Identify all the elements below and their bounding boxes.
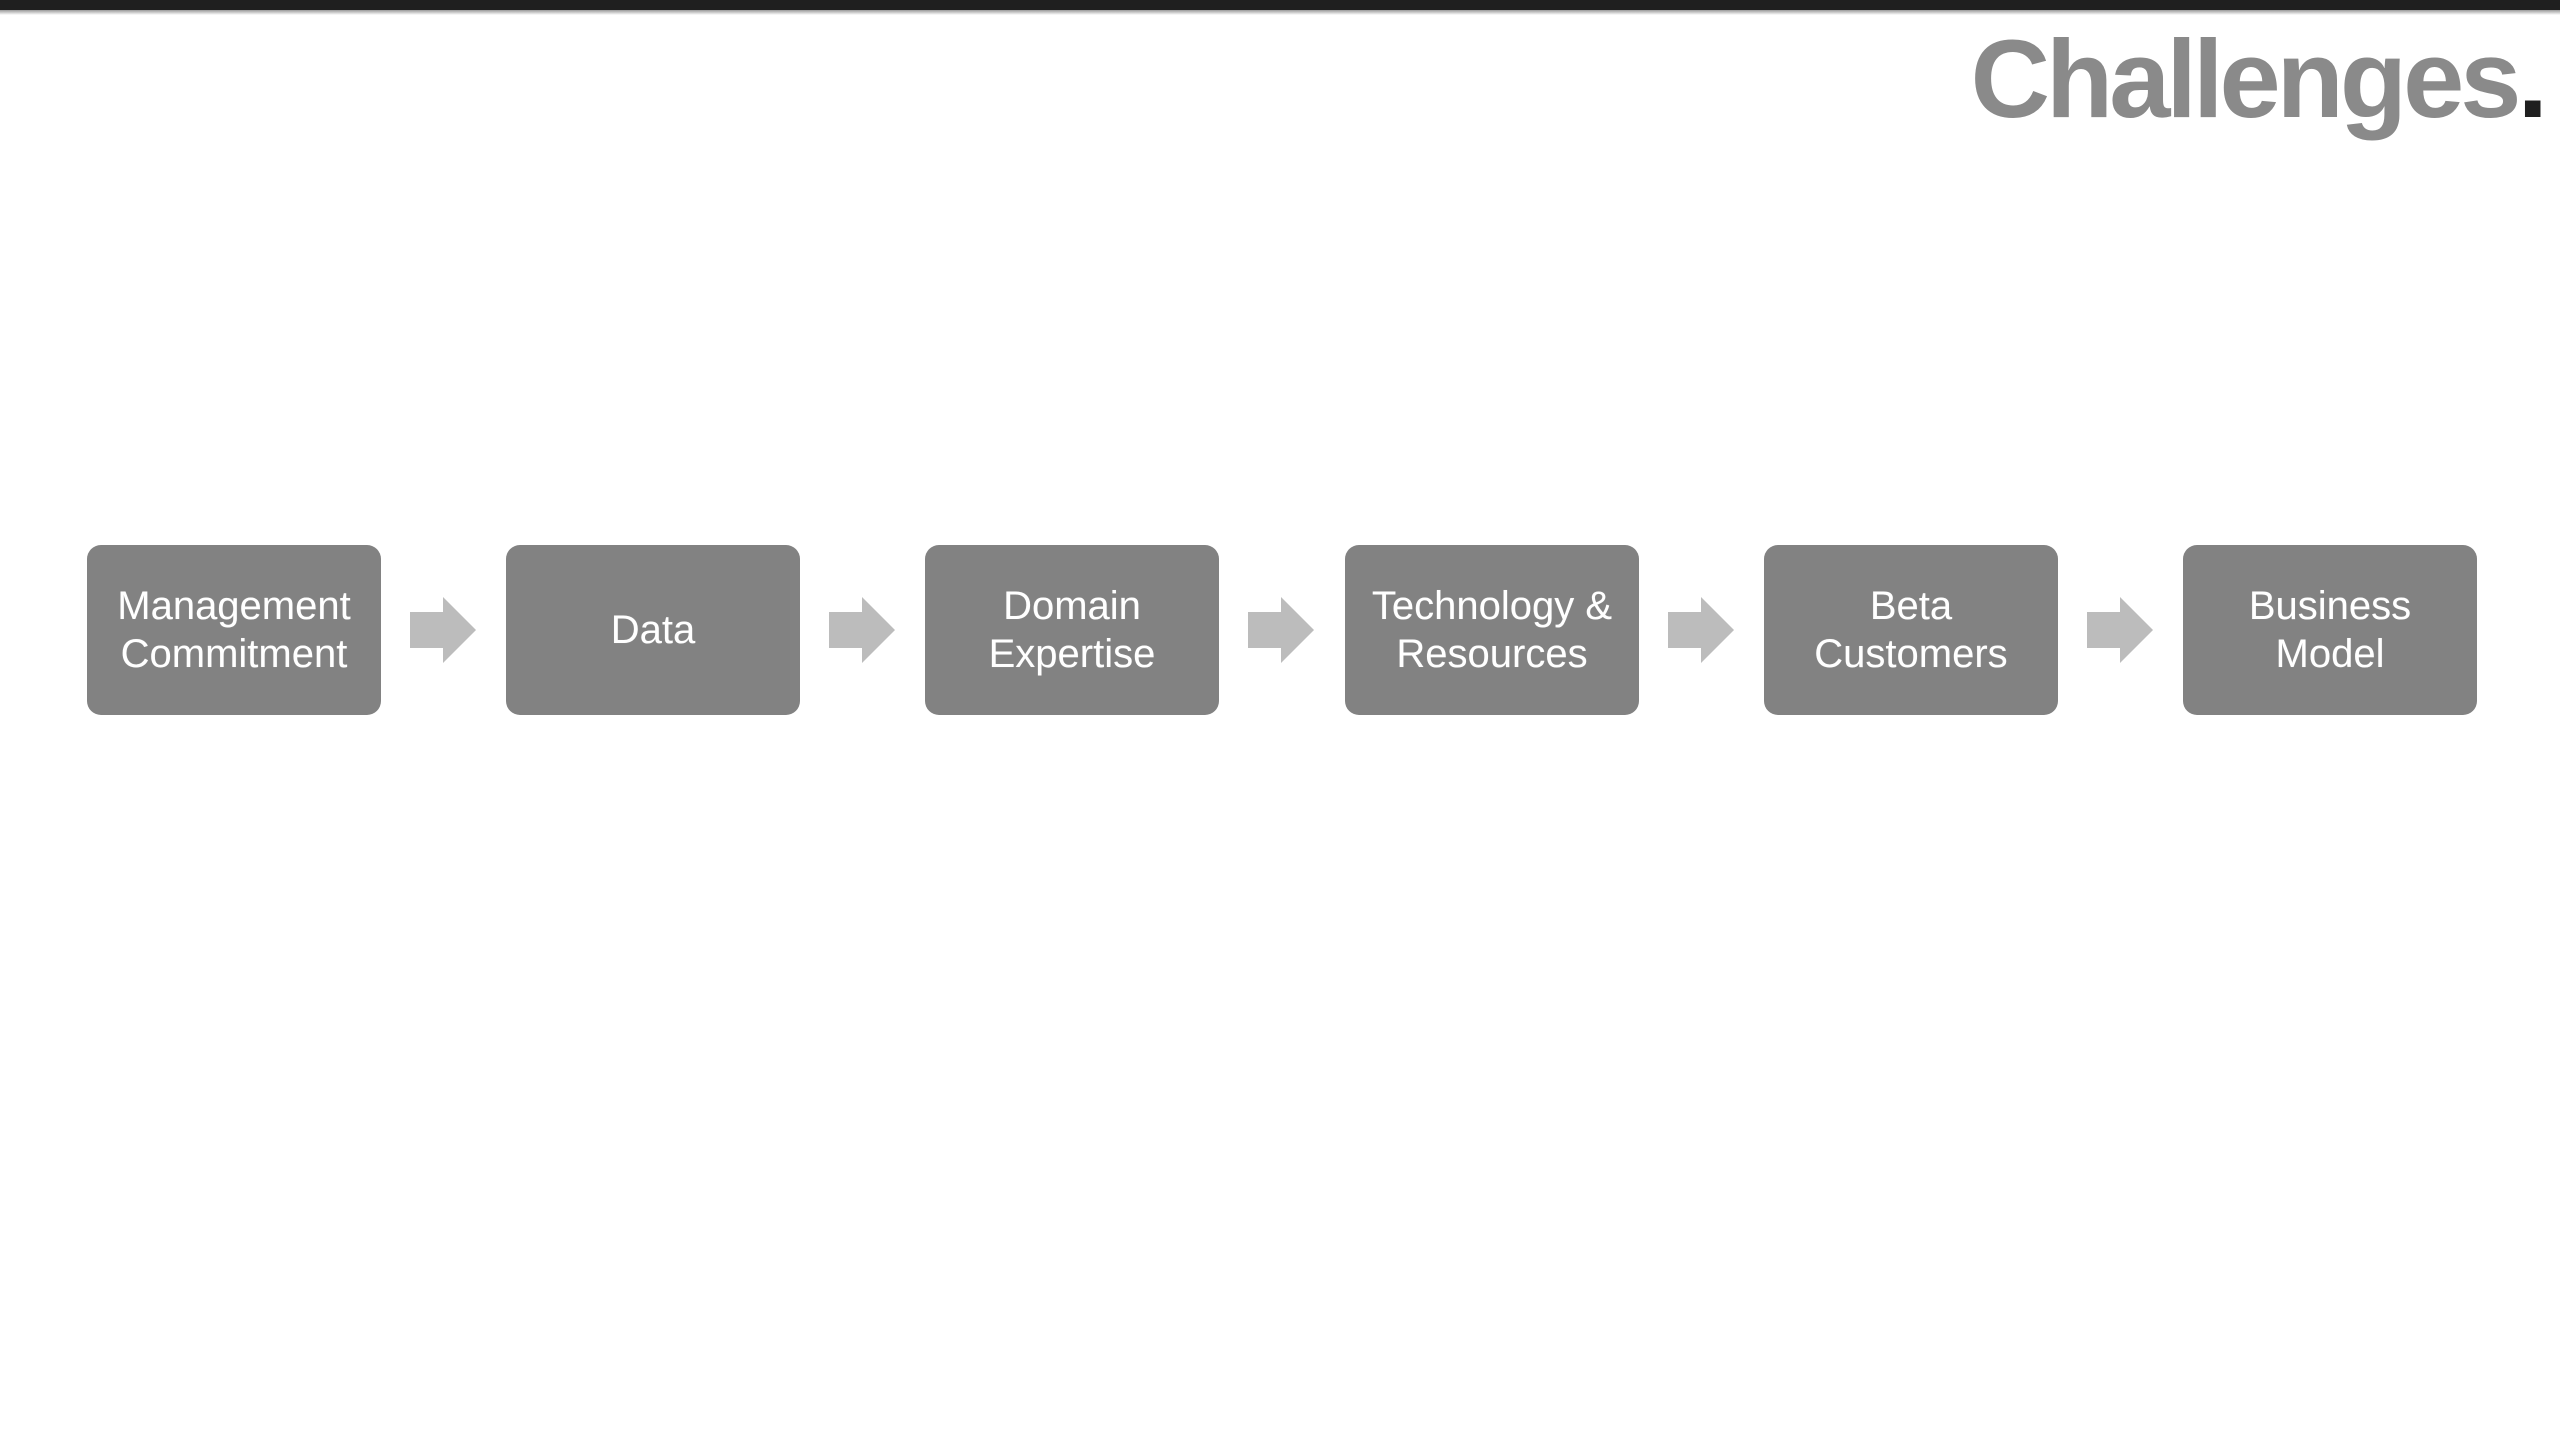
flow-arrow-right-icon [829,597,895,663]
flow-arrow-right-icon [2087,597,2153,663]
slide-title-period: . [2517,18,2547,141]
process-step-label: Management Commitment [117,584,351,676]
process-step-technology-resources: Technology & Resources [1345,545,1639,715]
process-step-management-commitment: Management Commitment [87,545,381,715]
process-step-beta-customers: Beta Customers [1764,545,2058,715]
process-step-label: Beta Customers [1814,584,2008,676]
top-bar [0,0,2560,15]
process-step-label: Business Model [2248,584,2412,676]
process-step-label: Technology & Resources [1371,584,1613,676]
flow-arrow-right-icon [1668,597,1734,663]
process-step-label: Domain Expertise [988,584,1156,676]
process-step-domain-expertise: Domain Expertise [925,545,1219,715]
flow-arrow-right-icon [410,597,476,663]
flow-arrow-right-icon [1248,597,1314,663]
slide-title: Challenges. [1970,16,2548,143]
slide-title-text: Challenges [1970,18,2522,141]
process-step-label: Data [610,608,696,652]
process-step-business-model: Business Model [2183,545,2477,715]
process-step-data: Data [506,545,800,715]
